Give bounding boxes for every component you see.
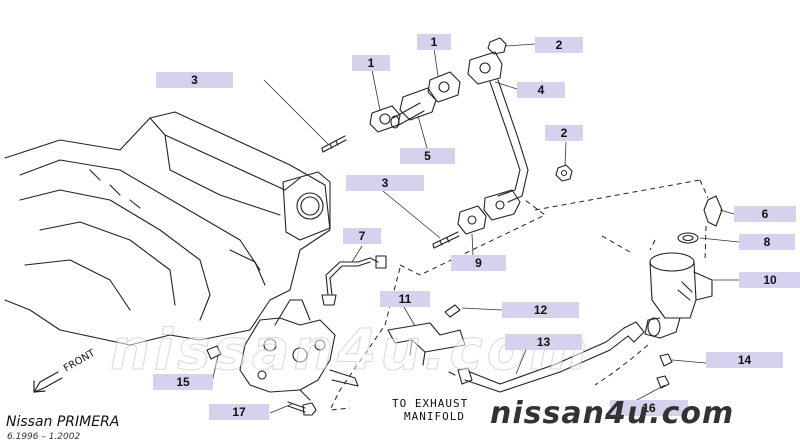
intake-manifold xyxy=(4,111,331,346)
exhaust-note-line2: MANIFOLD xyxy=(404,410,465,423)
callout-3: 3 xyxy=(156,72,233,88)
callout-5: 5 xyxy=(400,148,455,164)
callout-8: 8 xyxy=(739,234,795,250)
callout-4: 4 xyxy=(517,82,565,98)
stud-lower xyxy=(432,231,460,249)
production-period: 6.1996 – 1.2002 xyxy=(7,432,81,442)
nut-upper xyxy=(487,37,507,55)
callout-14: 14 xyxy=(706,352,783,368)
bolt-14 xyxy=(659,353,673,367)
gasket-b xyxy=(427,71,461,103)
gasket-8 xyxy=(677,232,699,244)
valve-bracket xyxy=(239,299,359,401)
callout-16: 16 xyxy=(610,400,688,416)
dashed-boundaries xyxy=(329,179,709,411)
exhaust-note-line1: TO EXHAUST xyxy=(392,397,469,410)
nut-16 xyxy=(656,375,670,389)
stud-upper xyxy=(321,135,347,153)
egr-tube xyxy=(467,51,529,221)
callout-3: 3 xyxy=(346,175,424,191)
small-bolt-11 xyxy=(444,304,461,318)
egr-hose xyxy=(448,321,645,393)
callout-6: 6 xyxy=(734,206,796,222)
callout-15: 15 xyxy=(153,374,213,390)
bracket xyxy=(387,322,466,366)
egr-valve xyxy=(644,252,713,339)
clip-15 xyxy=(206,345,222,360)
front-arrow-icon xyxy=(33,371,63,393)
callout-12: 12 xyxy=(502,302,579,318)
temperature-sensor xyxy=(321,255,387,306)
bolt-17 xyxy=(287,401,317,416)
watermark-corner: nissan4u.com xyxy=(490,396,735,431)
callout-1: 1 xyxy=(352,55,390,71)
callout-9: 9 xyxy=(451,255,506,271)
model-name: Nissan PRIMERA xyxy=(6,414,120,430)
callout-13: 13 xyxy=(505,334,582,350)
callout-17: 17 xyxy=(209,404,269,420)
gasket-6 xyxy=(703,195,723,227)
callout-1: 1 xyxy=(417,34,451,50)
gasket-9 xyxy=(457,205,487,235)
callout-2: 2 xyxy=(545,125,583,141)
flange xyxy=(282,171,331,241)
callout-2: 2 xyxy=(535,37,583,53)
adapter-pipe xyxy=(390,87,437,129)
callout-10: 10 xyxy=(739,272,800,288)
nut-lower xyxy=(555,164,573,182)
watermark-center: nissan4u.com xyxy=(110,318,592,384)
callout-7: 7 xyxy=(343,228,381,244)
callout-11: 11 xyxy=(380,291,430,307)
